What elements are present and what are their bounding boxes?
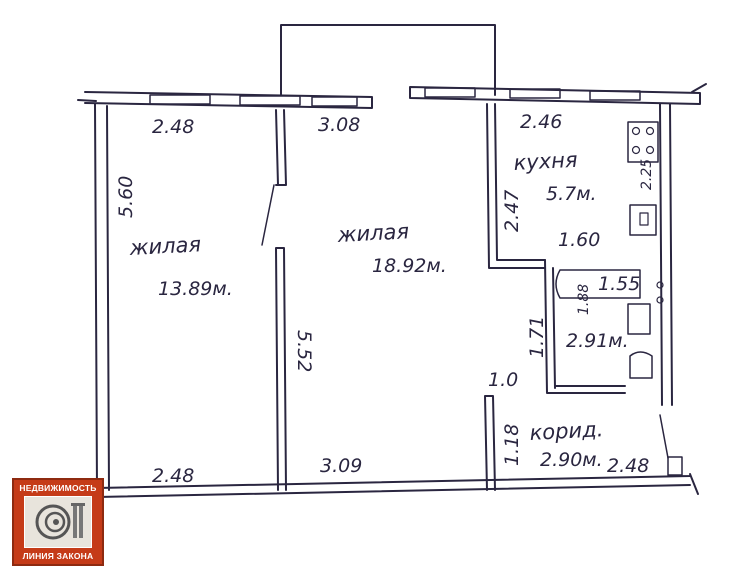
dim-corridor-bottom: 2.48	[607, 455, 649, 477]
window	[239, 95, 301, 106]
room-name-kitchen: кухня	[513, 148, 578, 175]
room-area-kitchen: 5.7м.	[546, 183, 597, 205]
room-name-corridor: корид.	[529, 417, 604, 445]
dim-left-room-top: 2.48	[152, 116, 194, 138]
washbasin	[627, 303, 651, 335]
window	[589, 90, 641, 101]
window	[311, 96, 358, 107]
dim-middle-top: 3.08	[318, 114, 360, 136]
partition-left	[261, 109, 287, 491]
logo-emblem-icon	[24, 496, 92, 548]
left-wall	[94, 103, 110, 491]
partition-corridor	[484, 395, 683, 491]
agency-logo: НЕДВИЖИМОСТЬ ЛИНИЯ ЗАКОНА	[12, 478, 104, 566]
top-wall-right	[409, 83, 707, 105]
kitchen-sink	[629, 204, 657, 236]
dim-bath-inner: 1.55	[598, 273, 640, 295]
partition-kitchen	[486, 103, 673, 406]
dim-middle-bottom: 3.09	[320, 455, 362, 477]
top-wall-left	[77, 91, 373, 109]
stove	[627, 121, 659, 163]
dim-kitchen-small: 2.25	[639, 159, 655, 190]
logo-bottom-text: ЛИНИЯ ЗАКОНА	[22, 551, 94, 561]
dim-bath-small: 1.88	[576, 284, 592, 315]
dim-kitchen-height: 2.47	[501, 190, 523, 232]
dim-left-room-bottom: 2.48	[152, 465, 194, 487]
window	[509, 88, 561, 99]
logo-top-text: НЕДВИЖИМОСТЬ	[19, 483, 97, 493]
room-area-living: 18.92м.	[372, 255, 447, 277]
balcony	[280, 24, 496, 96]
dim-kitchen-top: 2.46	[520, 111, 562, 133]
dim-middle-partition: 5.52	[293, 330, 315, 372]
bathroom	[544, 259, 664, 394]
dim-left-height: 5.60	[115, 176, 137, 218]
toilet	[629, 351, 653, 379]
room-name-bedroom: жилая	[128, 232, 202, 260]
bottom-wall	[96, 473, 699, 498]
window	[149, 94, 211, 105]
bathtub	[555, 269, 641, 299]
dim-bath-side: 1.71	[526, 316, 548, 358]
window	[424, 87, 476, 98]
room-area-bathroom: 2.91м.	[566, 330, 629, 352]
dim-corridor-side: 1.18	[501, 424, 523, 466]
room-name-living: жилая	[336, 219, 410, 247]
room-area-corridor: 2.90м.	[540, 449, 603, 471]
closet	[667, 456, 683, 476]
kitchen-fixtures	[627, 121, 659, 236]
room-area-bedroom: 13.89м.	[158, 278, 233, 300]
dim-door: 1.0	[488, 369, 518, 391]
dim-bath-top: 1.60	[558, 229, 600, 251]
